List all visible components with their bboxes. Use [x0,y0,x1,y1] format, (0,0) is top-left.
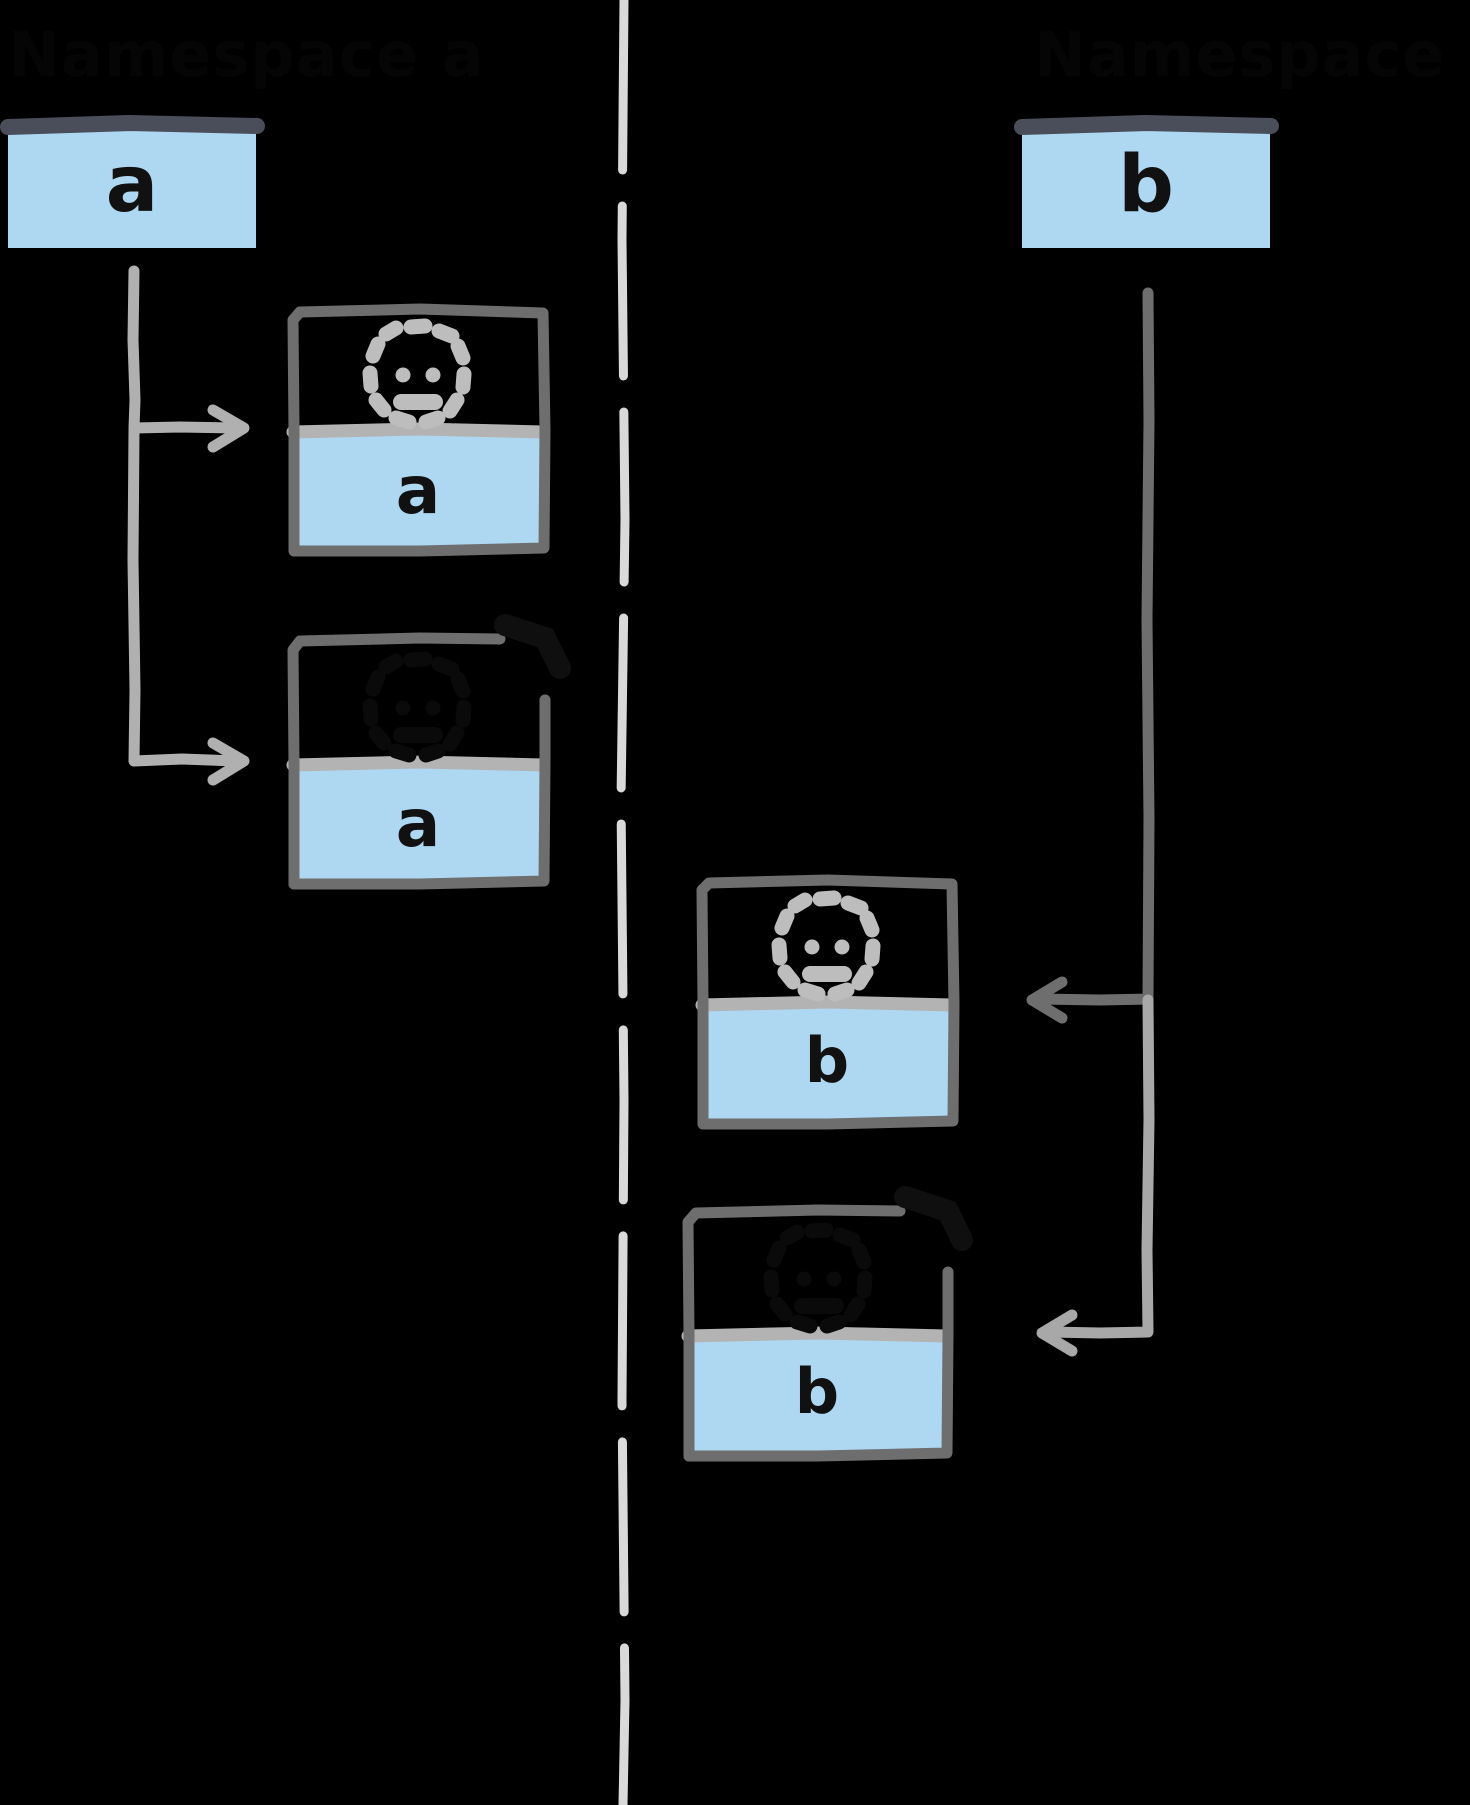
source-box-b-fill [1022,124,1270,248]
dotted-circle-icon [362,651,472,763]
source-box-b-label: b [1118,140,1174,230]
card-b-2-label: b [794,1355,840,1428]
card-b-2-border-left [682,1204,906,1462]
header-namespace-a: Namespace a [8,18,485,91]
source-box-a[interactable] [0,114,265,248]
source-box-a-fill [8,124,256,248]
card-b-2-band [688,1334,946,1453]
arrow-a-to-card-2 [127,424,250,786]
card-b-1-border [696,874,960,1130]
card-b-1-label: b [804,1024,850,1097]
arrow-a-to-card-1 [127,265,250,453]
card-b-1-band [702,1003,952,1121]
header-namespace-b: Namespace b [1034,18,1470,91]
card-a-2-arc [494,614,571,679]
card-a-2-band-top [286,755,550,772]
source-box-b-topbar [1014,114,1279,135]
card-a-2[interactable] [286,614,571,890]
card-a-1-band [293,430,543,548]
card-b-2[interactable] [681,1186,973,1462]
arrow-b-to-card-2 [1036,994,1155,1357]
dotted-circle-icon [362,318,472,430]
card-a-1-band-top [286,422,550,439]
card-b-1[interactable] [695,874,960,1130]
card-a-1-label: a [395,452,441,529]
card-b-2-band-top [681,1326,954,1343]
card-b-2-border-right [683,1266,954,1462]
arrow-b-to-card-1 [1026,287,1155,1024]
source-box-a-topbar [0,114,265,135]
source-box-b[interactable] [1014,114,1279,248]
dotted-circle-icon [763,1222,873,1334]
card-a-1-border [287,303,551,557]
card-a-2-band [293,763,543,881]
card-a-1[interactable] [286,303,551,557]
card-a-2-border-right [288,694,551,890]
vertical-dashed-divider [616,0,630,1805]
card-a-2-label: a [395,785,441,862]
source-box-a-label: a [105,140,159,230]
card-b-2-arc [894,1186,973,1251]
card-a-2-border-left [287,632,506,890]
dotted-circle-icon [771,890,881,1002]
card-b-1-band-top [695,995,959,1012]
